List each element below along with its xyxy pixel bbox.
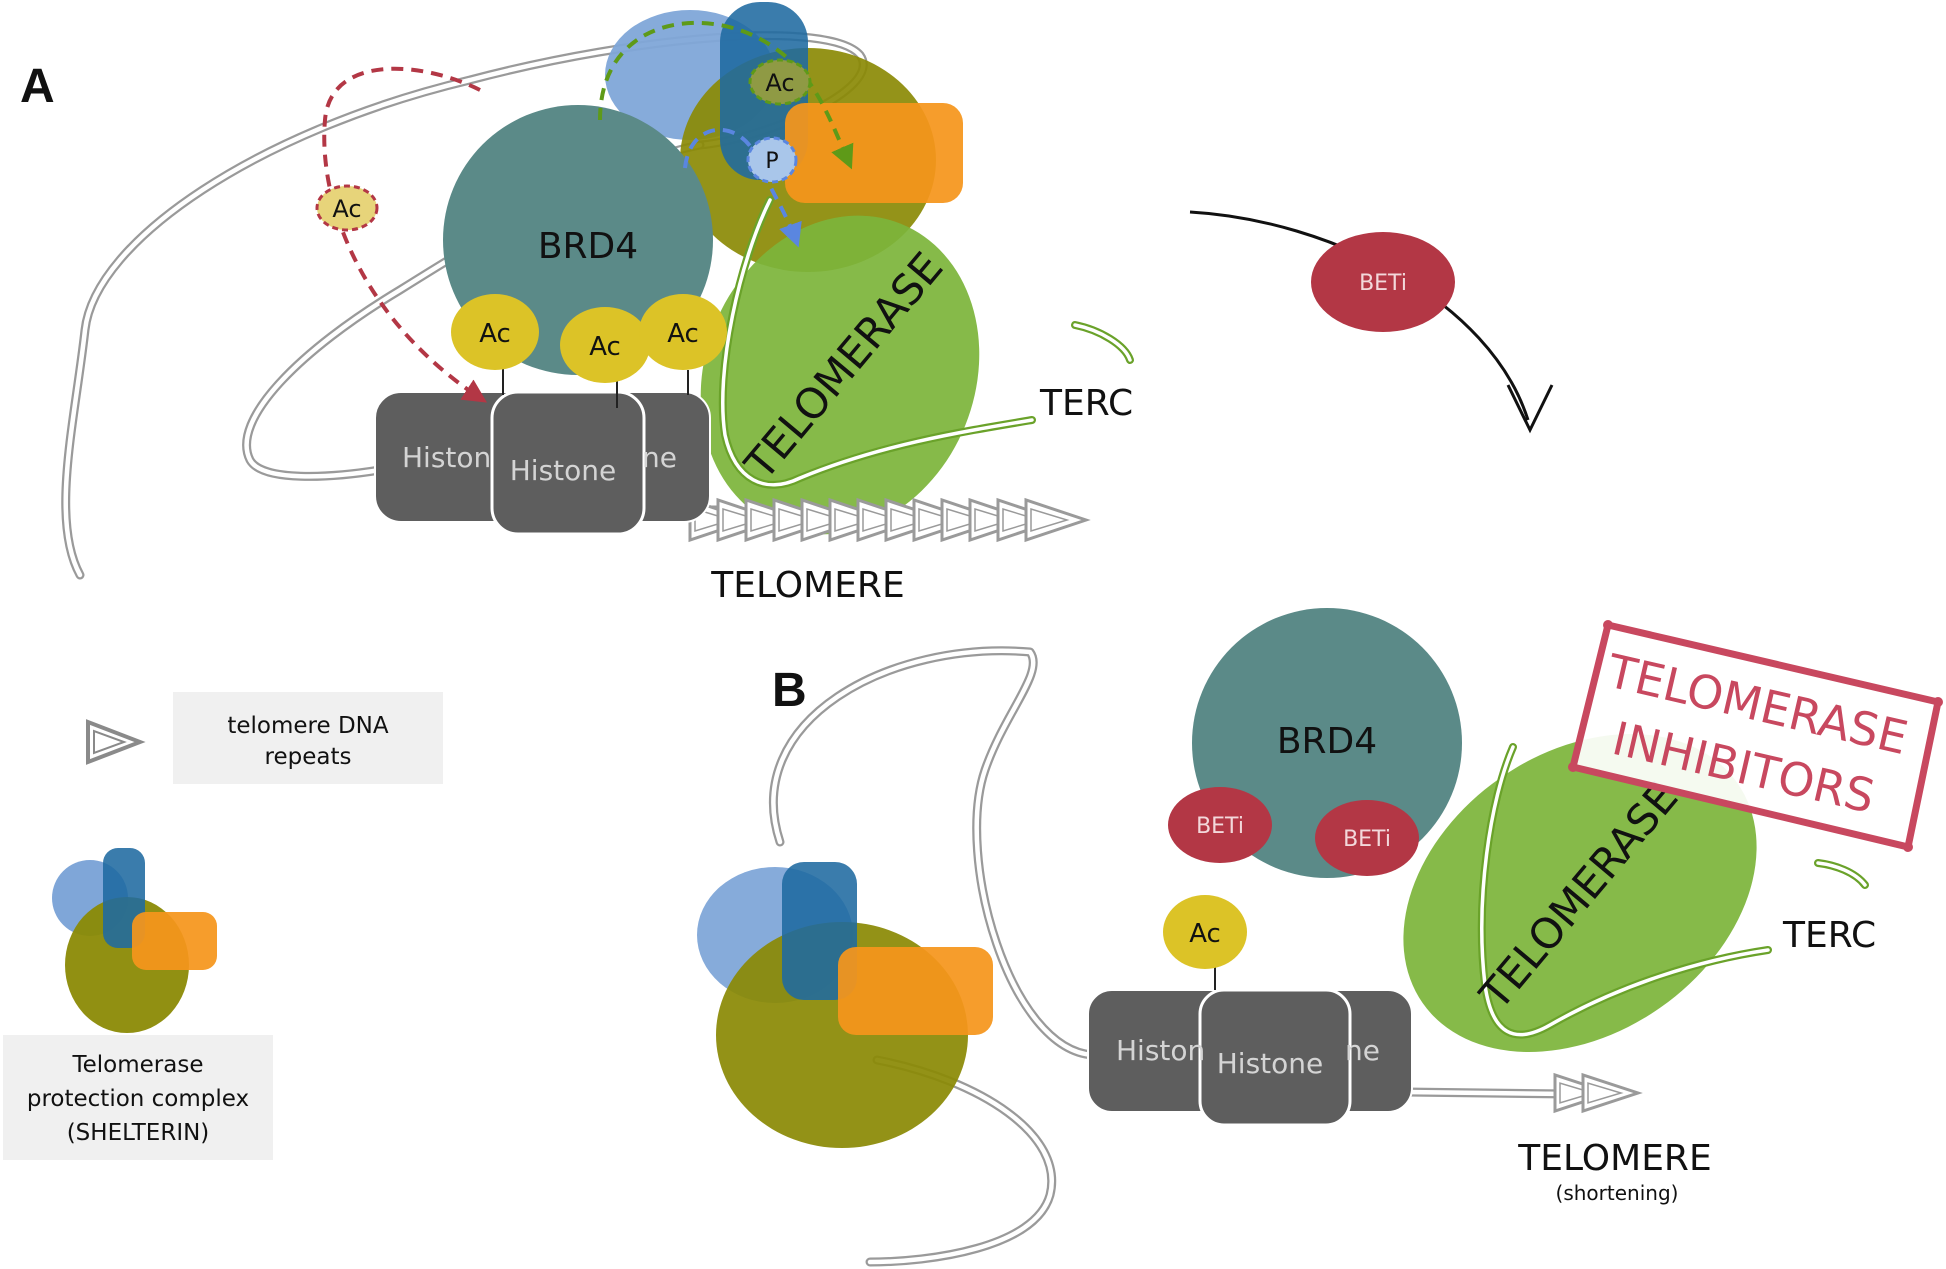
telomere-repeat-inner [890, 507, 930, 533]
acetyl-group-a1: Ac [451, 294, 539, 370]
telomere-repeat-inner [1587, 1082, 1624, 1104]
acetyl-label: Ac [667, 319, 699, 349]
panel-label-a: A [20, 60, 55, 113]
histone-middle-b [1198, 988, 1352, 1127]
histone-label-a: Histone [510, 454, 617, 487]
dna-strand-b [769, 646, 1573, 1267]
acetyl-label: Ac [589, 332, 621, 362]
phospho-badge-label: P [765, 149, 778, 174]
telomere-repeat-inner [1559, 1082, 1596, 1104]
telomere-label-b: TELOMERE [1517, 1138, 1711, 1179]
telomerase-enzyme-a: TELOMERASE [700, 196, 1036, 535]
panel-label-b: B [772, 664, 807, 717]
terc-rna-a [1071, 321, 1134, 364]
histone-group-b: Histon Histone ne [1087, 988, 1413, 1127]
telomere-repeat-inner [806, 507, 846, 533]
legend-telomere-repeats: telomere DNA repeats [86, 692, 443, 784]
histone-clip-left-b: Histon [1116, 1034, 1205, 1067]
telomere-repeat-inner [722, 507, 762, 533]
acetyl-badge-green: Ac [748, 58, 812, 106]
terc-label-b: TERC [1782, 915, 1876, 956]
telomere-repeat-inner [974, 507, 1014, 533]
shelterin-complex-b [697, 862, 993, 1148]
acetyl-group-b: Ac [1163, 895, 1247, 969]
acetyl-label: Ac [1189, 919, 1221, 949]
legend-shelterin-complex: Telomerase protection complex (SHELTERIN… [3, 848, 273, 1160]
legend-repeats-text-1: telomere DNA [227, 713, 389, 739]
beti-label: BETi [1359, 271, 1407, 296]
histone-clip-right-b: ne [1345, 1034, 1380, 1067]
telomere-repeat-inner [918, 507, 958, 533]
telomere-repeat-inner [862, 507, 902, 533]
telomere-shortening-label: (shortening) [1556, 1181, 1679, 1205]
telomere-repeat-inner [750, 507, 790, 533]
legend-complex-text-3: (SHELTERIN) [67, 1120, 210, 1146]
telomere-label-a: TELOMERE [710, 565, 904, 606]
histone-group-a: Histon Histone ne [374, 390, 711, 536]
legend-complex-text-1: Telomerase [72, 1052, 204, 1078]
histone-middle-a [490, 390, 646, 536]
histone-clip-left-a: Histon [402, 441, 491, 474]
telomere-repeat-inner [778, 507, 818, 533]
acetyl-badge-label: Ac [332, 195, 361, 223]
telomere-repeat-inner [834, 507, 874, 533]
histone-clip-right-a: ne [642, 441, 677, 474]
transition-arrowhead [1506, 384, 1554, 434]
legend-complex-text-2: protection complex [27, 1086, 249, 1112]
telomere-repeat-inner [946, 507, 986, 533]
brd4-label-b: BRD4 [1277, 721, 1377, 762]
telomere-repeats-b [1553, 1072, 1643, 1114]
acetylation-arrow-green [598, 20, 854, 170]
legend-repeats-text-2: repeats [265, 744, 352, 770]
histone-label-b: Histone [1217, 1047, 1324, 1080]
acetylation-arrow-red [322, 66, 488, 403]
legend-box-complex [3, 1035, 273, 1160]
legend-box-repeats [173, 692, 443, 784]
brd4-label-a: BRD4 [538, 226, 638, 267]
beti-drug-bound-2: BETi [1315, 800, 1419, 876]
telomere-repeat [1024, 497, 1091, 543]
beti-drug-transition: BETi [1311, 232, 1455, 332]
legend-repeat-symbol [86, 719, 146, 765]
beti-drug-bound-1: BETi [1168, 787, 1272, 863]
terc-rna-b [1814, 859, 1869, 889]
terc-label-a: TERC [1039, 383, 1133, 424]
shelterin-complex-a [605, 2, 963, 272]
acetyl-badge-red: Ac [315, 184, 379, 232]
acetyl-badge-label: Ac [765, 69, 794, 97]
acetyl-group-a3: Ac [639, 294, 727, 370]
beti-label: BETi [1343, 827, 1391, 852]
acetyl-label: Ac [479, 319, 511, 349]
acetyl-group-a2: Ac [560, 307, 650, 383]
phospho-badge: P [746, 136, 798, 184]
telomere-repeats-a [688, 497, 1091, 543]
beti-label: BETi [1196, 814, 1244, 839]
telomere-repeat-inner [1002, 507, 1042, 533]
telomere-repeat-inner [1030, 507, 1070, 533]
telomerase-enzyme-b: TELOMERASE [1403, 734, 1772, 1052]
telomere-repeat [1581, 1072, 1643, 1114]
